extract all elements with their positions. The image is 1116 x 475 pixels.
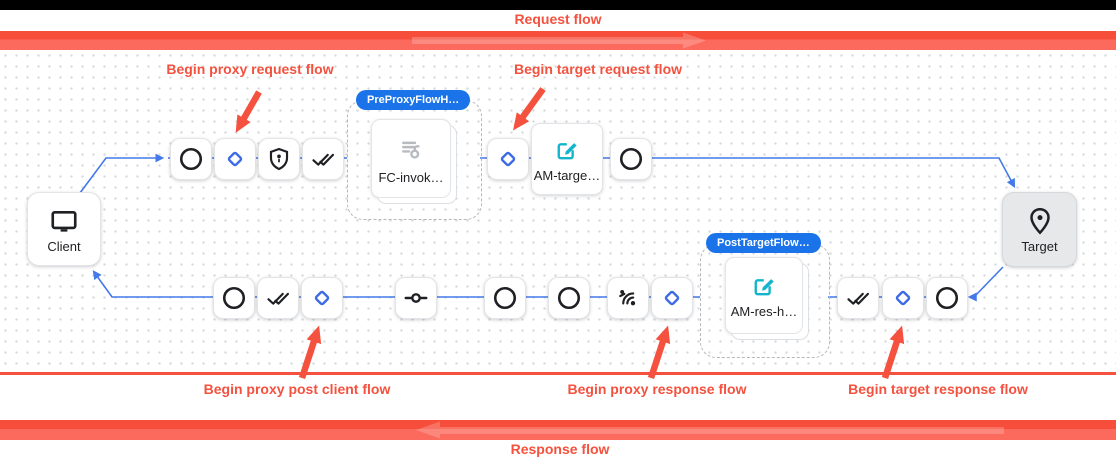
target-request-step-node[interactable] xyxy=(610,138,652,180)
response-flow-band xyxy=(0,420,1116,440)
circle-icon xyxy=(222,286,246,310)
target-request-step-node[interactable] xyxy=(487,138,529,180)
diamond-icon xyxy=(664,290,680,306)
response-step-node[interactable] xyxy=(301,277,343,319)
client-node[interactable]: Client xyxy=(27,192,101,266)
target-response-step-node[interactable] xyxy=(882,277,924,319)
am-res-label: AM-res-h… xyxy=(730,304,798,319)
am-target-label: AM-targe… xyxy=(533,167,601,183)
response-band-arrow-icon xyxy=(416,421,1004,439)
circle-icon xyxy=(557,286,581,310)
flow-canvas xyxy=(0,50,1116,372)
begin-proxy-response-label: Begin proxy response flow xyxy=(567,381,747,397)
request-band-arrow-icon xyxy=(412,32,706,49)
begin-proxy-post-client-label: Begin proxy post client flow xyxy=(203,381,391,397)
circle-icon xyxy=(619,147,643,171)
diamond-icon xyxy=(500,151,516,167)
response-step-node[interactable] xyxy=(213,277,255,319)
diamond-icon xyxy=(895,290,911,306)
double-check-icon xyxy=(267,292,290,305)
diamond-icon xyxy=(314,290,330,306)
location-pin-icon xyxy=(1029,207,1050,235)
target-response-step-node[interactable] xyxy=(926,277,968,319)
pre-proxy-flow-badge[interactable]: PreProxyFlowH… xyxy=(356,90,471,110)
top-black-bar xyxy=(0,0,1116,10)
assign-message-icon xyxy=(754,279,774,296)
begin-proxy-request-label: Begin proxy request flow xyxy=(166,61,334,77)
circle-icon xyxy=(493,286,517,310)
request-step-node[interactable] xyxy=(214,138,256,180)
assign-message-icon xyxy=(557,142,577,159)
begin-target-response-label: Begin target response flow xyxy=(848,381,1028,397)
flow-callout-icon xyxy=(402,141,420,159)
am-res-policy-card[interactable]: AM-res-h… xyxy=(725,257,803,334)
response-step-node[interactable] xyxy=(607,277,649,319)
fc-invoke-policy-card[interactable]: FC-invok… xyxy=(371,119,451,198)
target-node[interactable]: Target xyxy=(1002,192,1077,267)
response-step-node[interactable] xyxy=(484,277,526,319)
response-step-node[interactable] xyxy=(395,277,437,319)
monitor-icon xyxy=(51,210,77,232)
canvas-bottom-border xyxy=(0,372,1116,375)
request-step-node[interactable] xyxy=(170,138,212,180)
target-response-step-node[interactable] xyxy=(837,277,879,319)
response-flow-label: Response flow xyxy=(510,441,610,457)
request-flow-band xyxy=(0,31,1116,50)
broadcast-icon xyxy=(619,289,636,306)
circle-icon xyxy=(935,286,959,310)
double-check-icon xyxy=(847,292,870,305)
begin-target-request-label: Begin target request flow xyxy=(513,61,683,77)
circle-icon xyxy=(179,147,203,171)
client-label: Client xyxy=(47,238,81,254)
am-target-policy-card[interactable]: AM-targe… xyxy=(531,123,603,195)
response-step-node[interactable] xyxy=(651,277,693,319)
double-check-icon xyxy=(312,153,335,166)
post-target-flow-badge[interactable]: PostTargetFlow… xyxy=(706,233,821,253)
response-step-node[interactable] xyxy=(548,277,590,319)
target-label: Target xyxy=(1021,239,1058,254)
fc-invoke-label: FC-invok… xyxy=(378,170,444,185)
response-step-node[interactable] xyxy=(257,277,299,319)
request-step-node[interactable] xyxy=(258,138,300,180)
request-step-node[interactable] xyxy=(302,138,344,180)
inline-connector-icon xyxy=(404,293,428,303)
diamond-icon xyxy=(227,151,243,167)
request-flow-label: Request flow xyxy=(514,11,602,27)
shield-icon xyxy=(269,147,289,171)
